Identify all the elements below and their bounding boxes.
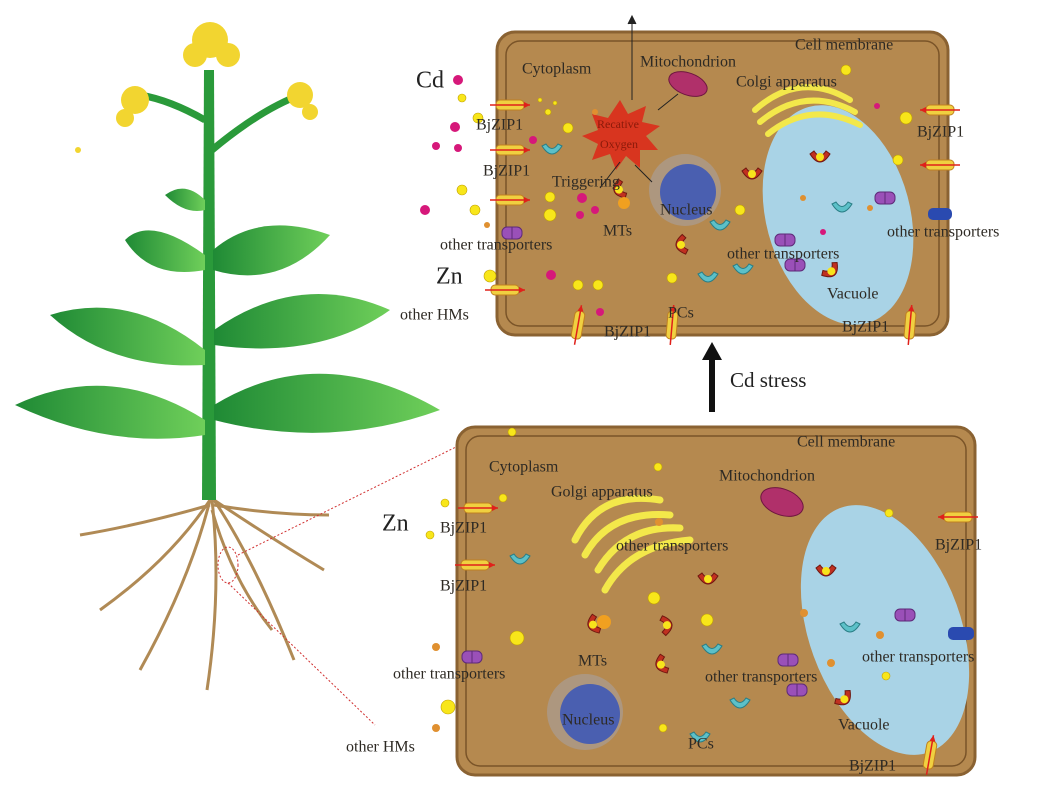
label-golgi: Colgi apparatus	[736, 74, 837, 91]
cd-ions	[420, 75, 880, 316]
arrows	[599, 14, 679, 189]
transporters	[454, 502, 979, 777]
label-mts: MTs	[603, 223, 632, 240]
label-cytoplasm: Cytoplasm	[489, 459, 559, 476]
label-pcs: PCs	[688, 736, 714, 753]
branch-right	[209, 91, 302, 153]
nucleus	[660, 164, 716, 220]
label-zn: Zn	[382, 511, 409, 537]
label-pcs: PCs	[668, 305, 694, 322]
label-mitochondrion: Mitochondrion	[640, 54, 736, 71]
mitochondrion	[760, 487, 804, 517]
label-bjzip1: BjZIP1	[935, 537, 982, 554]
label-bjzip1: BjZIP1	[476, 117, 523, 134]
cell-normal	[425, 425, 979, 777]
label-cd-stress: Cd stress	[730, 368, 806, 392]
mustard-plant-illustration	[15, 22, 461, 726]
cell-cd-stress	[420, 14, 961, 347]
vacuole	[800, 505, 970, 755]
golgi-apparatus	[571, 494, 694, 594]
label-other-transporters: other transporters	[616, 538, 728, 555]
label-zn: Zn	[436, 264, 463, 290]
label-nucleus: Nucleus	[562, 712, 614, 729]
label-vacuole: Vacuole	[838, 717, 890, 734]
label-cytoplasm: Cytoplasm	[522, 61, 592, 78]
label-bjzip1: BjZIP1	[483, 163, 530, 180]
label-other-transporters: other transporters	[393, 666, 505, 683]
label-other-transporters: other transporters	[727, 246, 839, 263]
label-other-hms: other HMs	[346, 739, 415, 756]
leaves	[15, 188, 440, 439]
label-triggering: Triggering	[552, 174, 620, 191]
label-bjzip1: BjZIP1	[604, 324, 651, 341]
label-golgi: Golgi apparatus	[551, 484, 653, 501]
golgi-apparatus	[752, 84, 863, 137]
cd-stress-arrow	[702, 342, 722, 412]
roots	[79, 498, 330, 691]
label-other-transporters: other transporters	[887, 224, 999, 241]
flowers	[75, 22, 318, 153]
label-other-hms: other HMs	[400, 307, 469, 324]
label-bjzip1: BjZIP1	[849, 758, 896, 775]
top-cell-labels: Cd Zn Cytoplasm Mitochondrion Cell membr…	[400, 37, 999, 392]
transporters	[484, 99, 961, 347]
label-bjzip1: BjZIP1	[440, 520, 487, 537]
label-mts: MTs	[578, 653, 607, 670]
zn-ions	[425, 427, 894, 733]
branch-left	[139, 91, 207, 124]
mitochondrion	[668, 71, 708, 97]
nucleus	[560, 684, 620, 744]
label-cell-membrane: Cell membrane	[797, 434, 895, 451]
label-other-transporters: other transporters	[862, 649, 974, 666]
label-cd: Cd	[416, 68, 444, 94]
label-vacuole: Vacuole	[827, 286, 879, 303]
label-other-transporters: other transporters	[440, 237, 552, 254]
label-cell-membrane: Cell membrane	[795, 37, 893, 54]
bottom-cell-labels: Zn Cytoplasm Mitochondrion Cell membrane…	[346, 434, 982, 775]
label-other-transporters: other transporters	[705, 669, 817, 686]
label-bjzip1: BjZIP1	[842, 319, 889, 336]
label-bjzip1: BjZIP1	[440, 578, 487, 595]
stem	[202, 70, 216, 500]
reactive-oxygen-burst	[582, 100, 660, 170]
label-bjzip1: BjZIP1	[917, 124, 964, 141]
zn-ions	[456, 64, 913, 291]
label-mitochondrion: Mitochondrion	[719, 468, 815, 485]
root-zoom-region	[217, 546, 239, 584]
label-nucleus: Nucleus	[660, 202, 712, 219]
label-ros-1: Recative	[597, 117, 639, 131]
label-ros-2: Oxygen	[600, 137, 638, 151]
